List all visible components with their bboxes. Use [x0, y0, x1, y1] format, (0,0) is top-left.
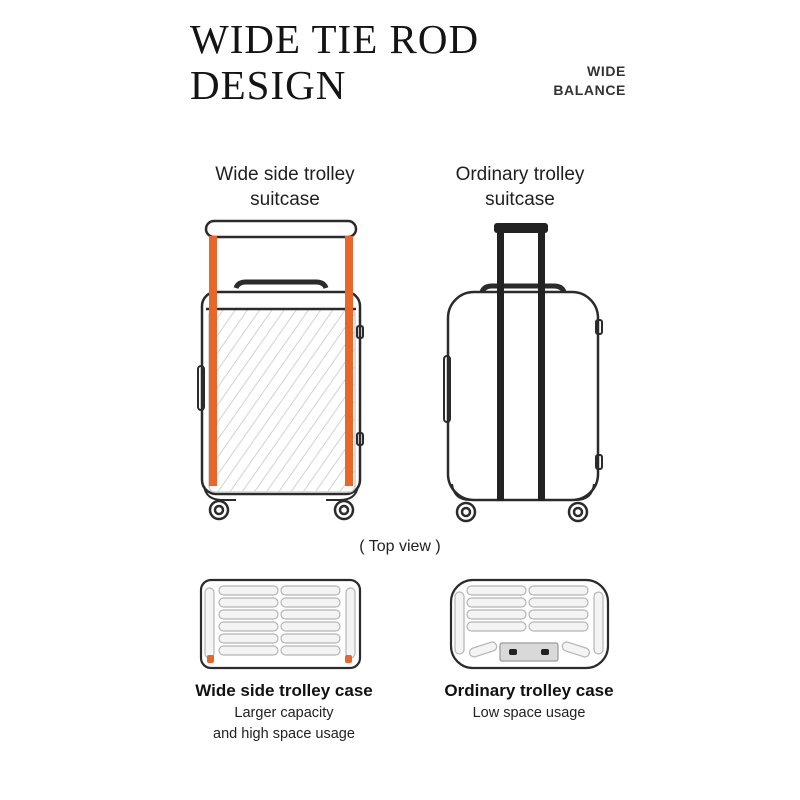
- ordinary-wheel-housing-right: [564, 483, 595, 501]
- headline: WIDE TIE ROD DESIGN: [190, 16, 479, 108]
- ordinary-rod-left: [497, 231, 504, 501]
- ordinary-packing-rolls: [466, 585, 590, 658]
- ordinary-case-top-view: [449, 578, 610, 670]
- badge-line-2: BALANCE: [553, 82, 626, 98]
- wide-caption-line-2: suitcase: [250, 189, 320, 210]
- ordinary-rod-housing: [499, 642, 559, 662]
- wide-suitcase-caption: Wide side trolley suitcase: [185, 162, 385, 212]
- wide-caption-line-1: Wide side trolley: [215, 164, 355, 185]
- ordinary-trolley-top-bar: [494, 223, 548, 233]
- ordinary-rod-right: [538, 231, 545, 501]
- headline-line-1: WIDE TIE ROD: [190, 16, 480, 62]
- wide-wheel-housing-right: [326, 485, 359, 501]
- badge-line-1: WIDE: [587, 63, 626, 79]
- ordinary-side-latch-top: [595, 319, 603, 335]
- wide-side-latch-bottom: [356, 432, 364, 446]
- ordinary-wheel-right-icon: [567, 501, 589, 523]
- wide-wheel-housing-left: [203, 485, 236, 501]
- ordinary-caption-line-1: Ordinary trolley: [455, 164, 585, 185]
- ordinary-case-description: Low space usage: [414, 703, 644, 724]
- ordinary-caption-line-2: suitcase: [485, 189, 555, 210]
- wide-wheel-left-icon: [208, 499, 230, 521]
- wide-orange-rod-right: [345, 236, 353, 486]
- wide-carry-handle-icon: [233, 279, 329, 289]
- wide-case-desc-line-2: and high space usage: [213, 726, 355, 742]
- wide-top-rod-right: [345, 655, 352, 663]
- ordinary-suitcase-illustration: [443, 223, 603, 523]
- ordinary-top-rod-left: [509, 649, 517, 655]
- wide-case-top-view: [199, 578, 362, 670]
- ordinary-case-title: Ordinary trolley case: [444, 681, 614, 700]
- ordinary-case-desc-line-1: Low space usage: [472, 705, 586, 721]
- wide-case-title: Wide side trolley case: [195, 681, 373, 700]
- ordinary-wheel-housing-left: [451, 483, 482, 501]
- ordinary-suitcase-caption: Ordinary trolley suitcase: [420, 162, 620, 212]
- wide-wheel-right-icon: [333, 499, 355, 521]
- wide-suitcase-illustration: [197, 219, 364, 521]
- ordinary-top-rod-right: [541, 649, 549, 655]
- wide-suitcase-hatched-capacity: [208, 308, 356, 493]
- wide-side-latch-top: [356, 325, 364, 339]
- wide-balance-badge: WIDE BALANCE: [553, 62, 626, 100]
- headline-line-2: DESIGN: [190, 62, 347, 108]
- wide-case-description: Larger capacity and high space usage: [168, 703, 400, 745]
- top-view-label: ( Top view ): [359, 538, 441, 555]
- wide-trolley-top-bar: [204, 219, 358, 239]
- ordinary-carry-handle-icon: [479, 283, 567, 293]
- wide-orange-rod-left: [209, 236, 217, 486]
- wide-top-rod-left: [207, 655, 214, 663]
- ordinary-side-handle-icon: [443, 355, 451, 423]
- wide-side-handle-icon: [197, 365, 205, 411]
- wide-packing-rolls: [218, 585, 341, 656]
- ordinary-wheel-left-icon: [455, 501, 477, 523]
- ordinary-suitcase-shell: [446, 290, 600, 502]
- wide-case-desc-line-1: Larger capacity: [234, 705, 334, 721]
- ordinary-side-latch-bottom: [595, 454, 603, 470]
